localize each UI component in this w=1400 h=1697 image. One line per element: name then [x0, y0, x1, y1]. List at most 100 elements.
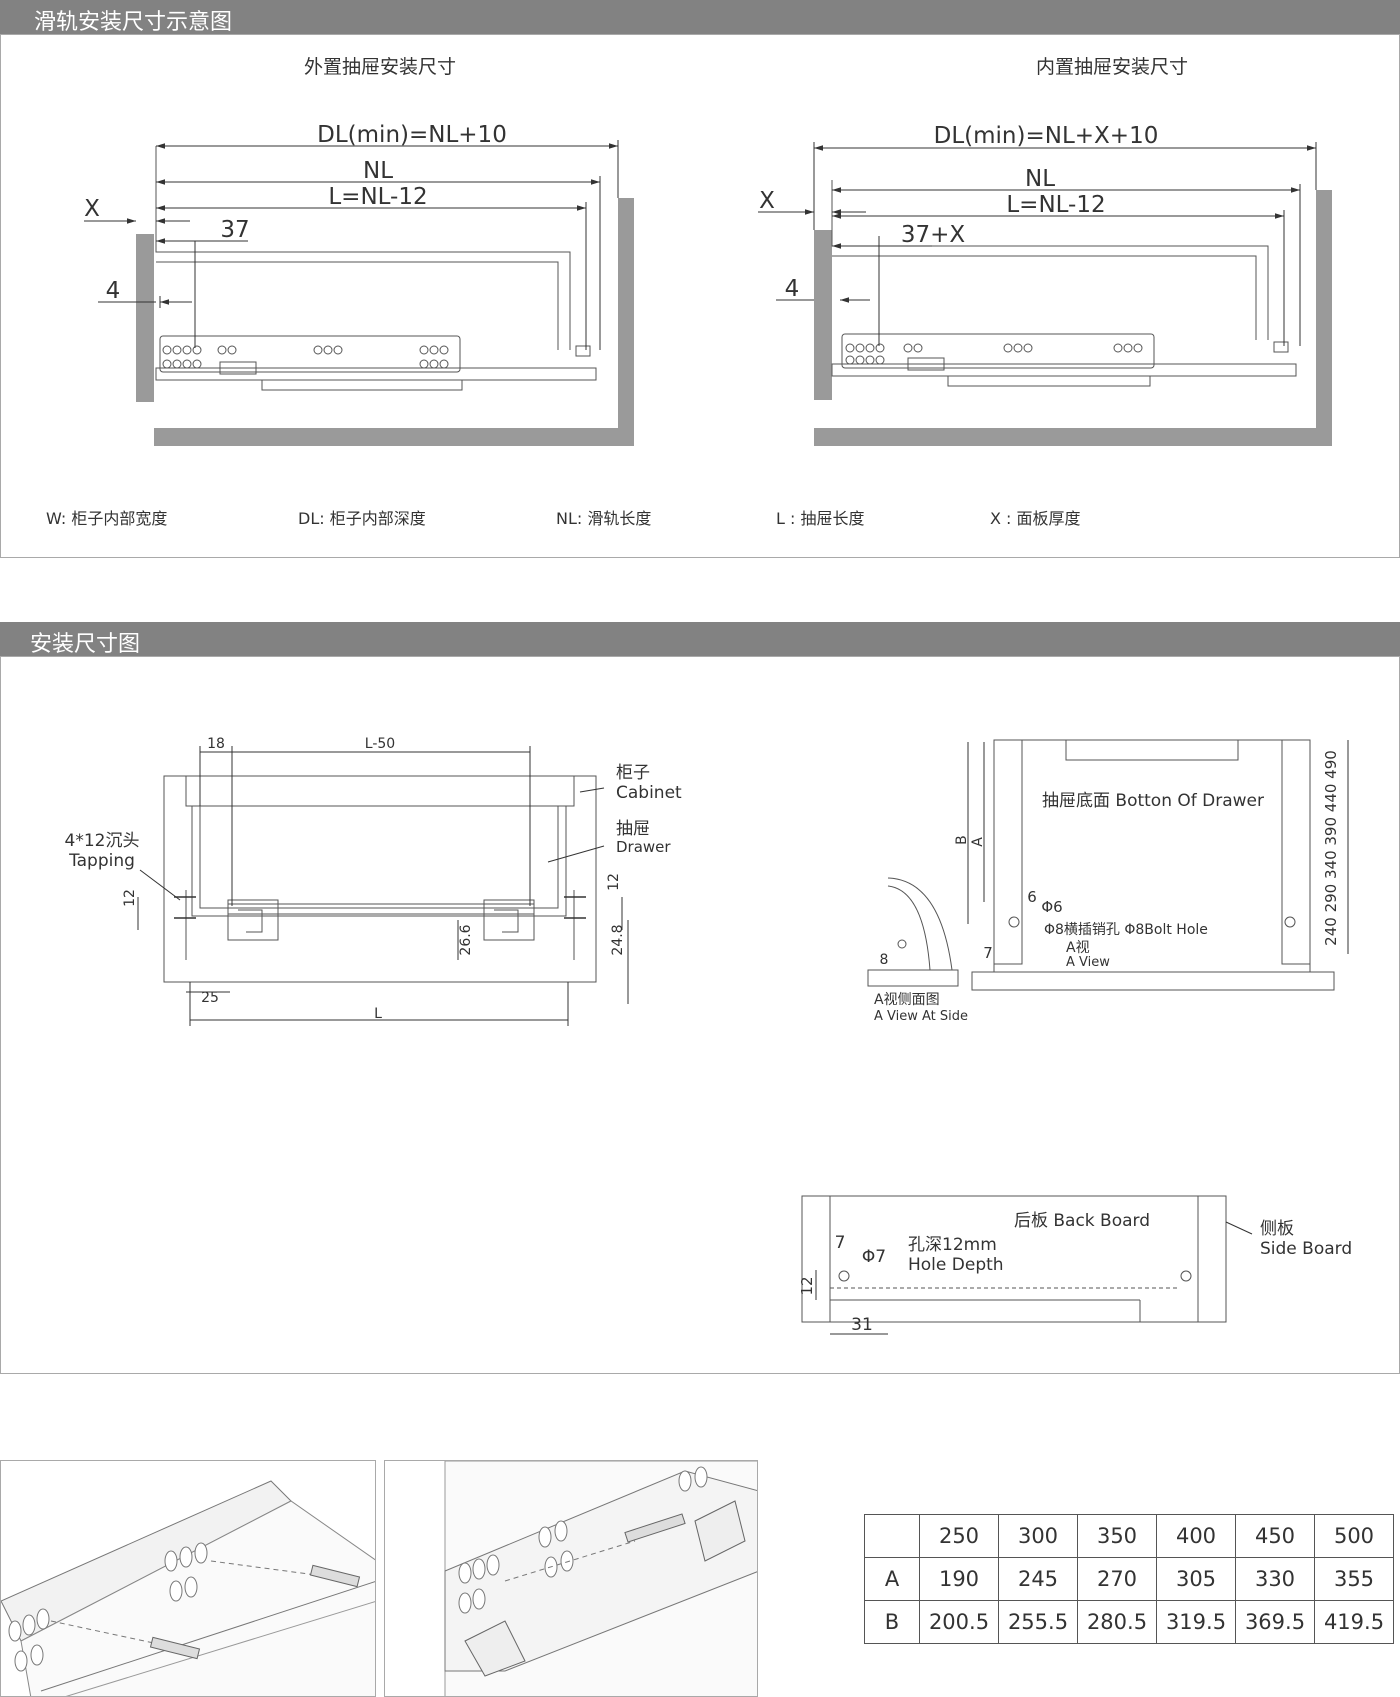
table-row: B 200.5 255.5 280.5 319.5 369.5 419.5 [864, 1600, 1394, 1644]
aview-en-label: A View [1066, 955, 1110, 970]
back-hole-left [838, 1270, 850, 1282]
table-cell: 419.5 [1314, 1600, 1394, 1644]
cabinet-outline [163, 775, 597, 983]
drawer-cn-label: 抽屉 [616, 819, 650, 839]
side-board-cn-label: 侧板 [1260, 1219, 1294, 1239]
section1-title-bar: 滑轨安装尺寸示意图 [0, 0, 1400, 35]
dim-26-6: 26.6 [458, 924, 474, 955]
internal-37x-label: 37+X [901, 222, 966, 248]
tapping-en-label: Tapping [68, 851, 135, 871]
hole-depth-en-label: Hole Depth [908, 1255, 1004, 1275]
table-cell: 355 [1314, 1557, 1394, 1601]
dim-24-8: 24.8 [610, 924, 626, 955]
dim-7-back: 7 [835, 1233, 846, 1253]
internal-l-label: L=NL-12 [1006, 192, 1105, 218]
legend-dl: DL: 柜子内部深度 [298, 509, 426, 528]
table-cell: 305 [1156, 1557, 1236, 1601]
table-cell: 400 [1156, 1514, 1236, 1558]
aside-en-label: A View At Side [874, 1009, 968, 1024]
side-board-en-label: Side Board [1260, 1239, 1352, 1259]
internal-4-label: 4 [785, 276, 800, 302]
internal-nl-label: NL [1025, 166, 1055, 192]
dim-b: B [954, 835, 970, 845]
hole-depth-cn-label: 孔深12mm [908, 1235, 997, 1255]
external-x-label: X [84, 196, 100, 222]
table-row: A 190 245 270 305 330 355 [864, 1557, 1394, 1601]
table-cell: 190 [919, 1557, 999, 1601]
dim-31: 31 [851, 1315, 873, 1335]
table-cell: 500 [1314, 1514, 1394, 1558]
back-board-drawing: 后板 Back Board 侧板 Side Board 7 Φ7 孔深12mm … [798, 1195, 1352, 1335]
external-back-wall [618, 198, 634, 446]
section2-title-bar: 安装尺寸图 [0, 622, 1400, 657]
table-cell: 270 [1077, 1557, 1157, 1601]
dim-l: L [374, 1006, 382, 1022]
dim-12-back: 12 [798, 1276, 816, 1295]
external-dl-label: DL(min)=NL+10 [317, 122, 507, 148]
external-4-label: 4 [106, 278, 121, 304]
back-board-title: 后板 Back Board [1014, 1211, 1150, 1231]
tapping-screws [174, 896, 586, 919]
table-cell: 255.5 [998, 1600, 1078, 1644]
bolt-hole-left [1008, 916, 1020, 928]
bottom-title: 抽屉底面 Botton Of Drawer [1042, 791, 1264, 811]
section1-legend: W: 柜子内部宽度 DL: 柜子内部深度 NL: 滑轨长度 L : 抽屉长度 X… [46, 509, 1081, 528]
dim-12-left: 12 [122, 889, 138, 907]
table-cell: 250 [919, 1514, 999, 1558]
table-cell: 369.5 [1235, 1600, 1315, 1644]
dim-6: 6 [1027, 888, 1037, 906]
external-l-label: L=NL-12 [328, 184, 427, 210]
drawer-bottom-drawing: B A 抽屉底面 Botton Of Drawer 6 Φ6 Φ8横插销孔 Φ8… [867, 739, 1349, 1024]
phi6-label: Φ6 [1041, 898, 1062, 916]
table-cell: B [864, 1600, 920, 1644]
back-hole-right [1180, 1270, 1192, 1282]
internal-heading: 内置抽屉安装尺寸 [1036, 56, 1188, 78]
phi8-label: Φ8横插销孔 Φ8Bolt Hole [1044, 922, 1208, 938]
dimension-table: 250 300 350 400 450 500 A 190 245 270 30… [864, 1514, 1394, 1644]
internal-x-label: X [759, 188, 775, 214]
dim-12-right: 12 [606, 873, 622, 891]
table-cell: 319.5 [1156, 1600, 1236, 1644]
cabinet-cn-label: 柜子 [616, 763, 650, 783]
external-drawer-diagram: 外置抽屉安装尺寸 DL(min)=NL+10 NL L=NL-12 [84, 56, 634, 446]
internal-back-wall [1316, 190, 1332, 446]
aview-cn-label: A视 [1066, 940, 1090, 956]
table-cell [864, 1514, 920, 1558]
external-nl-label: NL [363, 158, 393, 184]
slide-install-diagram: 外置抽屉安装尺寸 DL(min)=NL+10 NL L=NL-12 [46, 56, 1332, 528]
table-cell: A [864, 1557, 920, 1601]
size-scale-label: 240 290 340 390 440 490 [1322, 750, 1340, 946]
bolt-hole-right [1284, 916, 1296, 928]
internal-side-panel [814, 230, 832, 400]
table-cell: 330 [1235, 1557, 1315, 1601]
cabinet-en-label: Cabinet [616, 783, 682, 803]
table-header-row: 250 300 350 400 450 500 [864, 1514, 1394, 1558]
external-bottom-wall [154, 428, 634, 446]
install-illustration-left [0, 1460, 376, 1697]
drawer-en-label: Drawer [616, 838, 671, 856]
table-cell: 300 [998, 1514, 1078, 1558]
table-cell: 245 [998, 1557, 1078, 1601]
dim-l50: L-50 [365, 736, 395, 752]
dim-a: A [970, 837, 986, 847]
external-37-label: 37 [220, 217, 249, 243]
tapping-cn-label: 4*12沉头 [65, 831, 140, 851]
legend-x: X : 面板厚度 [990, 509, 1081, 528]
dim-18: 18 [207, 736, 225, 752]
legend-nl: NL: 滑轨长度 [556, 509, 651, 528]
legend-w: W: 柜子内部宽度 [46, 509, 167, 528]
table-cell: 350 [1077, 1514, 1157, 1558]
internal-dl-label: DL(min)=NL+X+10 [934, 123, 1159, 149]
front-section-drawing: 18 L-50 25 L 12 12 26.6 24.8 柜子 Cabinet … [65, 736, 682, 1026]
internal-bottom-wall [814, 428, 1332, 446]
dim-25: 25 [201, 990, 219, 1006]
install-illustration-right [384, 1460, 758, 1697]
aside-cn-label: A视侧面图 [874, 992, 940, 1008]
section2-title: 安装尺寸图 [30, 632, 141, 657]
table-cell: 200.5 [919, 1600, 999, 1644]
internal-drawer-diagram: 内置抽屉安装尺寸 DL(min)=NL+X+10 NL L=NL-12 X [758, 56, 1332, 446]
table-cell: 280.5 [1077, 1600, 1157, 1644]
install-dimension-drawings: 18 L-50 25 L 12 12 26.6 24.8 柜子 Cabinet … [65, 736, 1353, 1335]
dim-7-bottom: 7 [983, 944, 993, 962]
internal-slide-holes [845, 343, 1143, 365]
